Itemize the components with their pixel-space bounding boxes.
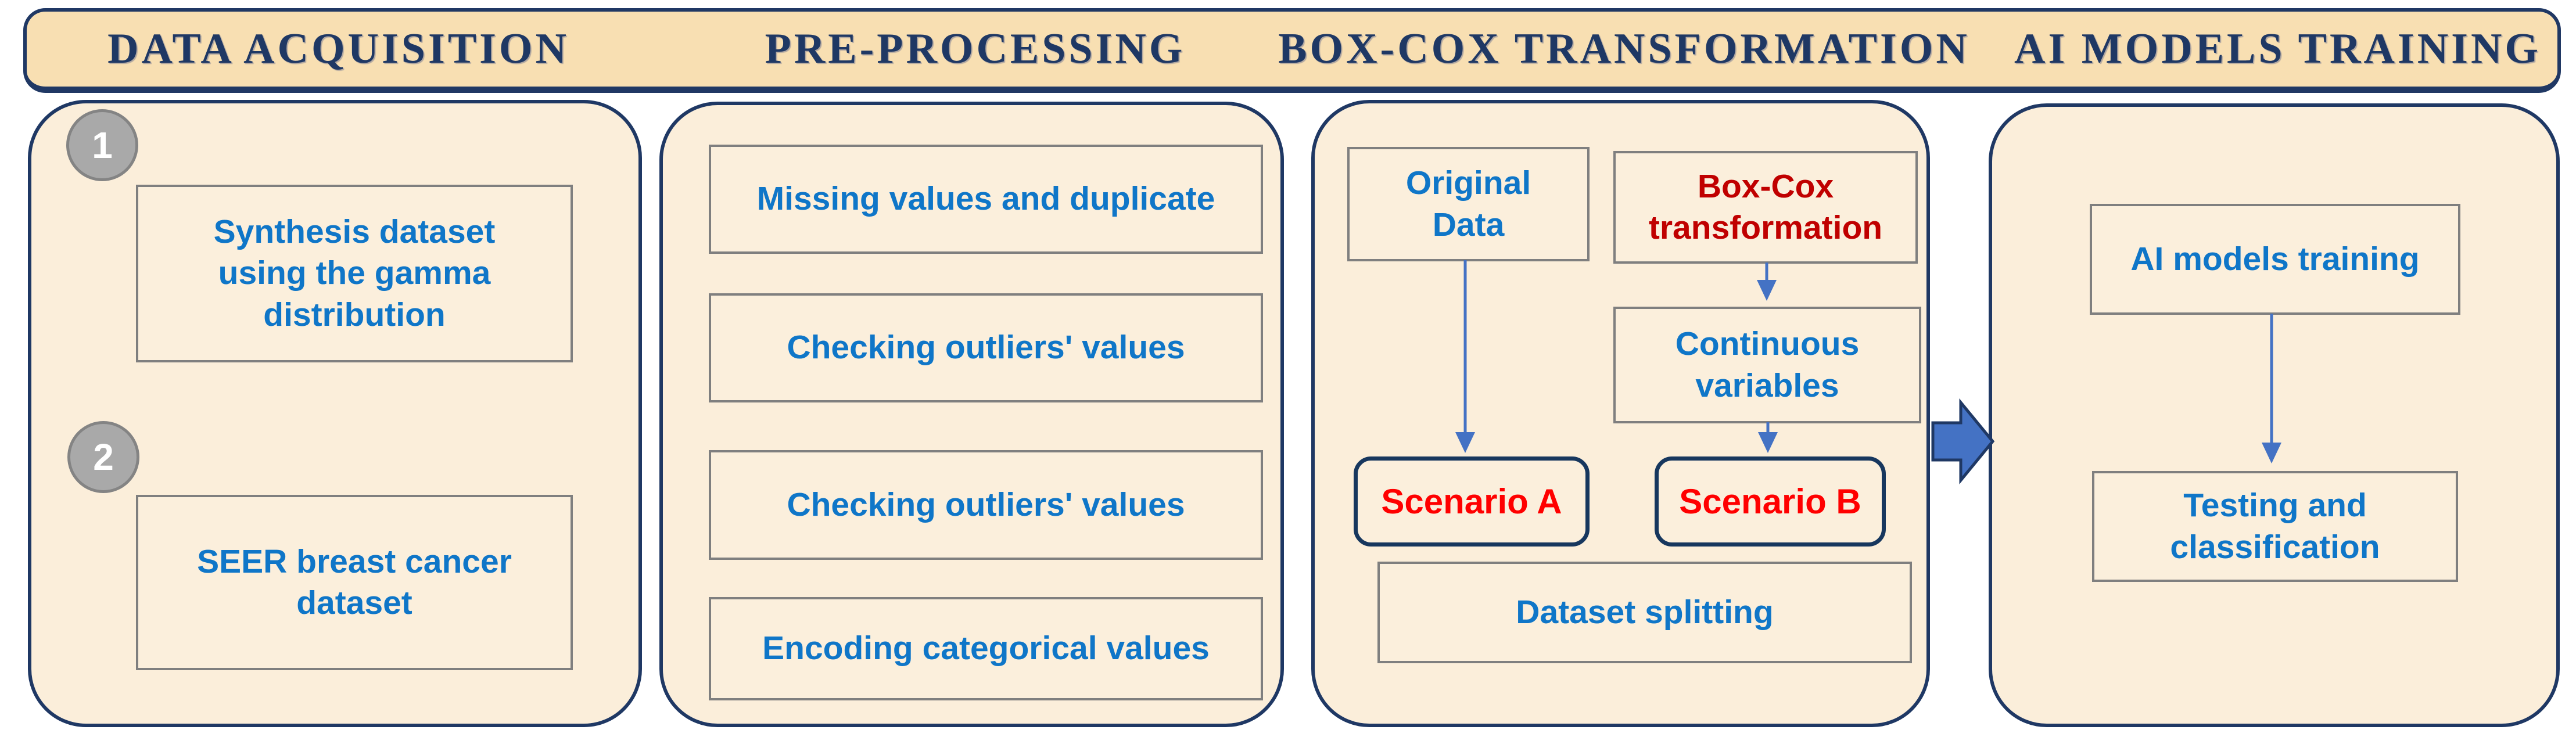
- box-box-cox-transformation: Box-Cox transformation: [1613, 151, 1918, 264]
- box-missing-values: Missing values and duplicate: [709, 145, 1263, 254]
- step-badge-2: 2: [67, 421, 139, 493]
- header-title-pre-processing: PRE-PROCESSING: [765, 25, 1186, 73]
- panel-box-cox-transformation: Original Data Box-Cox transformation Con…: [1311, 100, 1930, 727]
- header-title-ai-models-training: AI MODELS TRAINING: [2014, 25, 2541, 73]
- panel-pre-processing: Missing values and duplicate Checking ou…: [659, 102, 1284, 727]
- box-encoding-categorical: Encoding categorical values: [709, 597, 1263, 700]
- panel-data-acquisition: 1 Synthesis dataset using the gamma dist…: [28, 100, 642, 727]
- box-synthesis-dataset: Synthesis dataset using the gamma distri…: [136, 185, 573, 362]
- block-arrow-right-icon: [1931, 398, 1995, 484]
- box-ai-models-training: AI models training: [2090, 204, 2460, 315]
- header-ribbon: DATA ACQUISITION PRE-PROCESSING BOX-COX …: [23, 8, 2561, 93]
- box-checking-outliers-2: Checking outliers' values: [709, 450, 1263, 560]
- header-title-data-acquisition: DATA ACQUISITION: [107, 25, 569, 73]
- panel-ai-models-training: AI models training Testing and classific…: [1989, 103, 2560, 727]
- box-original-data: Original Data: [1347, 147, 1590, 261]
- box-scenario-b: Scenario B: [1655, 456, 1886, 547]
- box-checking-outliers-1: Checking outliers' values: [709, 293, 1263, 402]
- box-testing-classification: Testing and classification: [2092, 471, 2458, 582]
- box-seer-dataset: SEER breast cancer dataset: [136, 495, 573, 670]
- box-dataset-splitting: Dataset splitting: [1377, 562, 1912, 663]
- header-title-box-cox-transformation: BOX-COX TRANSFORMATION: [1278, 25, 1970, 73]
- step-badge-1: 1: [66, 109, 138, 181]
- box-continuous-variables: Continuous variables: [1613, 307, 1921, 423]
- box-scenario-a: Scenario A: [1354, 456, 1590, 547]
